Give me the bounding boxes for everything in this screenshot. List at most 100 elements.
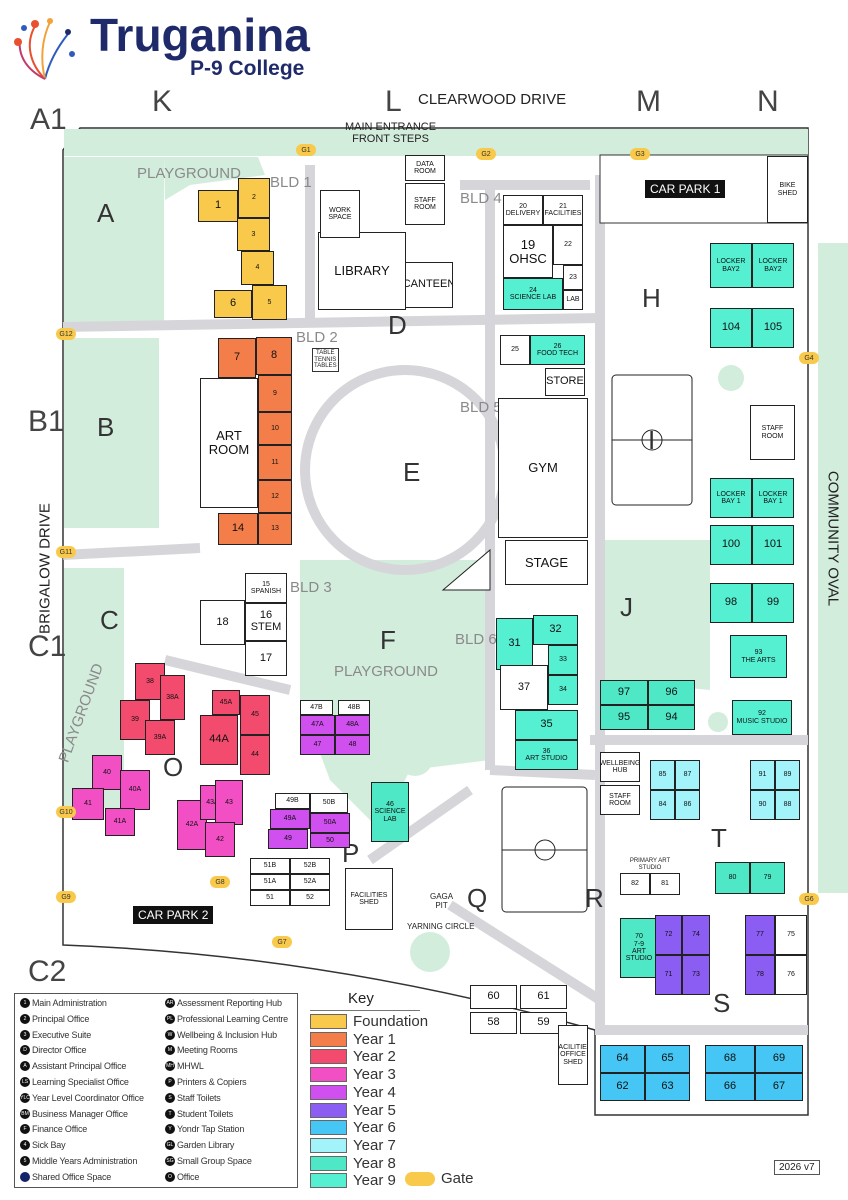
- key-item: Foundation: [310, 1013, 428, 1030]
- key-item: Year 5: [310, 1102, 396, 1119]
- legend-marker-icon: 2: [20, 1013, 30, 1024]
- room: 87: [675, 760, 700, 790]
- room: 21 FACILITIES: [543, 195, 583, 225]
- room: 47A: [300, 715, 335, 735]
- zone-r: R: [585, 883, 604, 913]
- room: 3: [237, 218, 270, 251]
- room: 33: [548, 645, 578, 675]
- key-swatch: [310, 1102, 347, 1118]
- room: WORK SPACE: [320, 190, 360, 238]
- zone-a: A: [97, 198, 115, 228]
- room: 43: [215, 780, 243, 825]
- legend-marker-icon: 4: [20, 1140, 30, 1151]
- grid-label-n: N: [757, 85, 779, 118]
- key-label: Year 8: [353, 1154, 396, 1172]
- gate-g6: G6: [799, 893, 819, 905]
- legend-label: Year Level Coordinator Office: [32, 1092, 144, 1103]
- room: CANTEEN: [405, 262, 453, 308]
- zone-d: D: [388, 310, 407, 340]
- room: 10: [258, 412, 292, 445]
- legend-marker-icon: M: [165, 1045, 175, 1056]
- key-item: Year 2: [310, 1048, 396, 1065]
- legend-label: Assistant Principal Office: [32, 1061, 127, 1072]
- key-label: Year 4: [353, 1083, 396, 1101]
- room: 51A: [250, 874, 290, 890]
- room: 59: [520, 1012, 567, 1034]
- legend-marker-icon: YLC: [20, 1092, 30, 1103]
- zone-e: E: [403, 457, 421, 487]
- room: 31: [496, 618, 533, 670]
- room: 93 THE ARTS: [730, 635, 787, 678]
- gate-g4: G4: [799, 352, 819, 364]
- legend-marker-icon: AR: [165, 998, 175, 1008]
- street-community-oval: COMMUNITY OVAL: [824, 470, 842, 607]
- car-park-2-label: CAR PARK 2: [133, 906, 214, 924]
- room: 9: [258, 375, 292, 412]
- key-swatch: [310, 1014, 347, 1029]
- bld4-label: BLD 4: [460, 190, 502, 207]
- room: BIKE SHED: [767, 156, 808, 223]
- legend-label: MHWL: [177, 1061, 204, 1072]
- room: FACILITIES SHED: [345, 868, 393, 930]
- room: 7: [218, 338, 256, 378]
- room: WELLBEING HUB: [600, 752, 640, 782]
- legend-label: Shared Office Space: [32, 1171, 112, 1182]
- room: DATA ROOM: [405, 155, 445, 181]
- room: 78: [745, 955, 775, 995]
- room: 52B: [290, 858, 330, 874]
- room: 77: [745, 915, 775, 955]
- room: 92 MUSIC STUDIO: [732, 700, 792, 735]
- room: 50B: [310, 793, 348, 813]
- legend-label: Main Administration: [32, 998, 107, 1008]
- room: 73: [682, 955, 710, 995]
- key-swatch: [310, 1137, 347, 1153]
- room: 74: [682, 915, 710, 955]
- room: 49A: [270, 809, 310, 829]
- yarning-circle-label: YARNING CIRCLE: [407, 922, 475, 931]
- room: 41: [72, 788, 104, 820]
- grid-label-m: M: [636, 85, 661, 118]
- room: 18: [200, 600, 245, 645]
- gate-g3: G3: [630, 148, 650, 160]
- room: 49: [268, 829, 308, 849]
- zone-h: H: [642, 283, 661, 313]
- zone-f: F: [380, 625, 396, 655]
- room: GYM: [498, 398, 588, 538]
- gate-g7: G7: [272, 936, 292, 948]
- room: 71: [655, 955, 682, 995]
- room: 4: [241, 251, 274, 285]
- room: 96: [648, 680, 695, 705]
- school-name: Truganina: [90, 9, 310, 61]
- grid-label-c2: C2: [28, 955, 67, 988]
- room: 70 7-9 ART STUDIO: [620, 918, 658, 978]
- room: 68: [705, 1045, 755, 1073]
- room: 75: [775, 915, 807, 955]
- room: 63: [645, 1073, 690, 1101]
- room: 44: [240, 735, 270, 775]
- legend-item: Shared Office Space: [20, 1171, 112, 1182]
- legend-marker-icon: [20, 1171, 30, 1182]
- key-divider: [310, 1010, 420, 1011]
- gate-g10: G10: [56, 806, 76, 818]
- room: 24 SCIENCE LAB: [503, 278, 563, 310]
- key-label: Year 2: [353, 1048, 396, 1066]
- legend-marker-icon: 1: [20, 998, 30, 1008]
- key-swatch: [310, 1120, 347, 1136]
- room: 45A: [212, 690, 240, 715]
- room: 22: [553, 225, 583, 265]
- grass-areas: [64, 129, 848, 972]
- room: ART ROOM: [200, 378, 258, 508]
- room: 58: [470, 1012, 517, 1034]
- gate-key-label: Gate: [441, 1170, 474, 1187]
- legend-label: Learning Specialist Office: [32, 1077, 129, 1087]
- table-tennis-label: TABLE TENNIS TABLES: [312, 348, 339, 372]
- room: 11: [258, 445, 292, 480]
- legend-label: Principal Office: [32, 1013, 90, 1024]
